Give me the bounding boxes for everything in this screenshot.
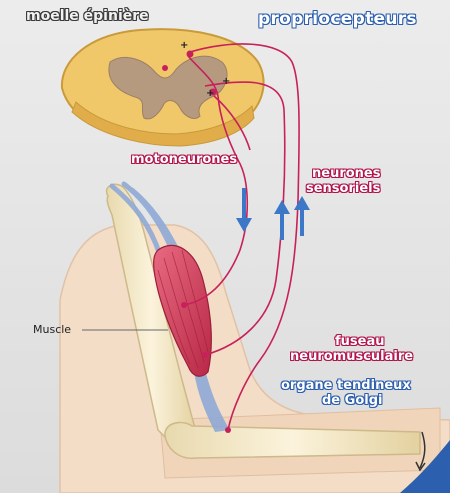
label-organe-line2: de Golgi	[322, 393, 382, 408]
label-muscle: Muscle	[33, 323, 71, 336]
label-motoneurones: motoneurones	[131, 152, 237, 167]
label-organe-line1: organe tendineux	[281, 378, 411, 393]
label-fuseau-line1: fuseau	[335, 334, 385, 349]
svg-text:+: +	[222, 76, 230, 87]
svg-text:+: +	[206, 88, 214, 99]
svg-text:+: +	[180, 40, 188, 51]
label-neurones-line1: neurones	[312, 166, 380, 181]
label-proprioceptors: propriocepteurs	[258, 9, 417, 29]
label-neurones-line2: sensoriels	[306, 181, 380, 196]
label-fuseau-line2: neuromusculaire	[290, 349, 413, 364]
label-moelle-epiniere: moelle épinière	[26, 8, 149, 24]
